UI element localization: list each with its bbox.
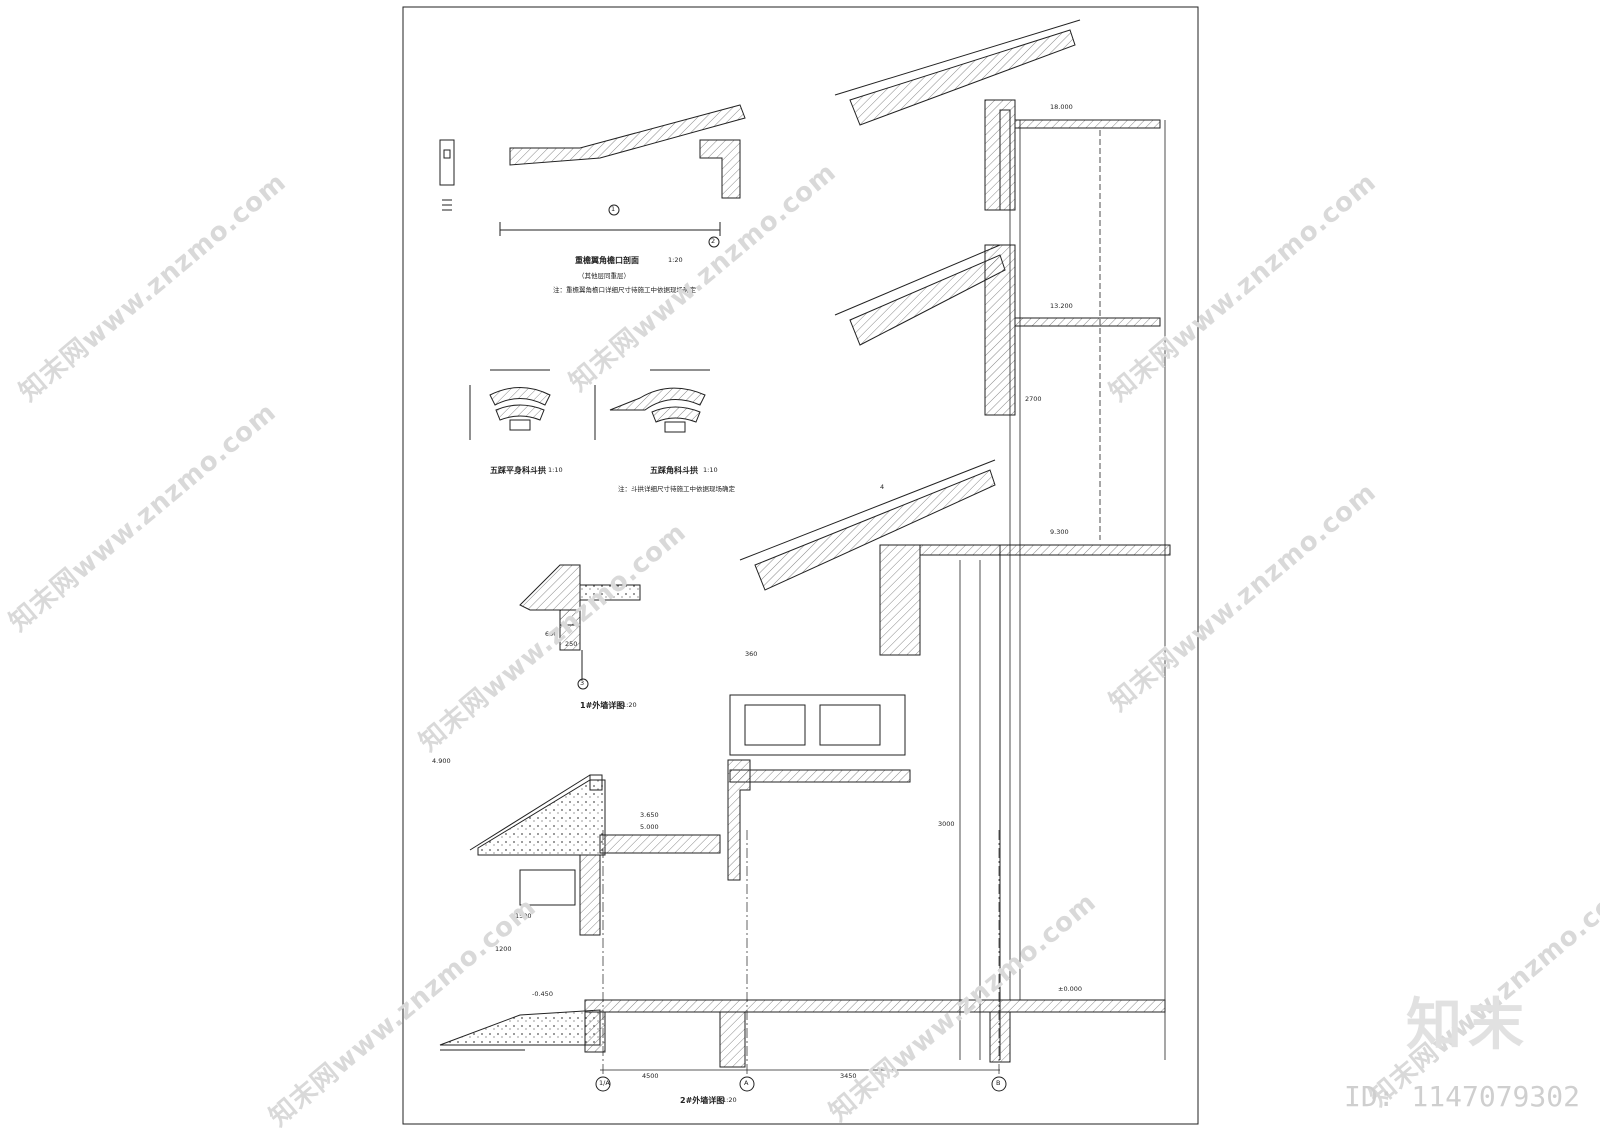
upper-eave-tier	[834, 19, 1161, 211]
parapet-detail	[519, 564, 641, 690]
dim-250: 250	[565, 640, 578, 648]
sheet-border	[402, 6, 1199, 1125]
callout-3: 3	[580, 679, 585, 687]
brand-watermark: 知末	[1406, 993, 1530, 1058]
ground-slab	[439, 999, 1166, 1068]
wall-detail-1-title: 1#外墙详图	[580, 701, 625, 710]
eave-section-subtitle: （其他层同重层）	[578, 272, 630, 280]
dim-1200: 1200	[495, 945, 512, 953]
axis-label-a: A	[744, 1079, 749, 1087]
elevation-0000: ±0.000	[1058, 985, 1083, 993]
dim-3000: 3000	[938, 820, 955, 828]
axis-label-1a: 1/A	[599, 1079, 610, 1087]
elevation-13200: 13.200	[1050, 302, 1073, 310]
wall-detail-1-scale: 1:20	[622, 701, 637, 709]
eave-section-detail	[439, 104, 746, 248]
bracket-left-title: 五踩平身科斗拱	[490, 466, 546, 475]
dim-360: 360	[745, 650, 758, 658]
pitched-roof-detail	[469, 774, 721, 936]
callout-2: 2	[711, 237, 716, 245]
wall-detail-2-scale: 1:20	[722, 1096, 737, 1104]
axis-label-b: B	[996, 1079, 1001, 1087]
elevation-18000: 18.000	[1050, 103, 1073, 111]
callout-1: 1	[611, 205, 616, 213]
wall-detail-2-title: 2#外墙详图	[680, 1096, 725, 1105]
eave-section-note: 注：重檐翼角檐口详细尺寸待施工中依据现场确定	[553, 286, 696, 294]
eave-section-title: 重檐翼角檐口剖面	[575, 256, 639, 265]
elevation-5000: 5.000	[640, 823, 659, 831]
bracket-left-scale: 1:10	[548, 466, 563, 474]
dim-3450: 3450	[840, 1072, 857, 1080]
balcony-railing	[727, 694, 911, 881]
bracket-right-drawing	[594, 369, 710, 440]
bracket-note: 注：斗拱详细尺寸待施工中依据现场确定	[618, 485, 735, 493]
image-id-label: ID: 1147079302	[1343, 1080, 1580, 1113]
eave-section-scale: 1:20	[668, 256, 683, 264]
dim-1500: 1500	[515, 912, 532, 920]
bracket-right-scale: 1:10	[703, 466, 718, 474]
bracket-right-title: 五踩角科斗拱	[650, 466, 698, 475]
elevation-3650: 3.650	[640, 811, 659, 819]
dim-600: 600	[545, 630, 558, 638]
elevation-neg-0450: -0.450	[532, 990, 553, 998]
bracket-left-drawing	[469, 369, 551, 440]
dim-2700: 2700	[1025, 395, 1042, 403]
dim-4500: 4500	[642, 1072, 659, 1080]
callout-4: 4	[880, 483, 885, 491]
structure-lines	[959, 120, 1166, 1060]
elevation-9300: 9.300	[1050, 528, 1069, 536]
axis-markers	[595, 1076, 1007, 1092]
lower-eave-tier	[739, 459, 1171, 1060]
elevation-4900: 4.900	[432, 757, 451, 765]
axis-lines	[602, 830, 1000, 1077]
